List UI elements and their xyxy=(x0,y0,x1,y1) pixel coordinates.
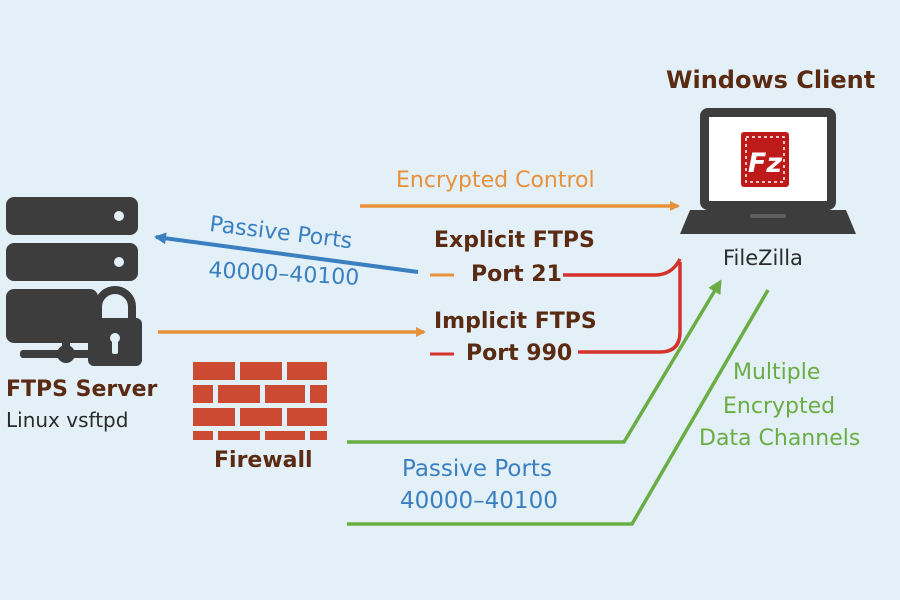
port-990-line xyxy=(578,262,682,354)
passive-ports-label-lower: Passive Ports xyxy=(402,456,552,482)
passive-ports-range-lower: 40000–40100 xyxy=(400,488,558,514)
firewall-label: Firewall xyxy=(214,448,313,473)
data-channel-line-lower xyxy=(347,289,770,526)
client-app-name: FileZilla xyxy=(723,246,803,270)
data-channels-line2: Encrypted xyxy=(723,394,836,419)
passive-ports-arrow xyxy=(154,232,419,274)
server-subtitle: Linux vsftpd xyxy=(6,408,129,432)
explicit-ftps-label: Explicit FTPS xyxy=(434,228,595,253)
brick-wall-icon xyxy=(193,362,327,440)
data-channels-line1: Multiple xyxy=(733,360,821,385)
encrypted-control-label: Encrypted Control xyxy=(396,168,595,193)
lock-icon xyxy=(88,286,142,366)
filezilla-logo-icon: Fz xyxy=(741,132,789,187)
server-title: FTPS Server xyxy=(6,377,158,402)
explicit-ftps-port: Port 21 xyxy=(471,262,562,287)
client-title: Windows Client xyxy=(666,66,876,94)
implicit-ftps-port: Port 990 xyxy=(466,341,573,366)
filezilla-logo-text: Fz xyxy=(748,148,782,179)
port-21-line xyxy=(563,258,682,277)
data-channels-line3: Data Channels xyxy=(699,426,861,451)
data-channel-line-upper xyxy=(347,279,722,444)
implicit-ftps-label: Implicit FTPS xyxy=(434,309,597,334)
